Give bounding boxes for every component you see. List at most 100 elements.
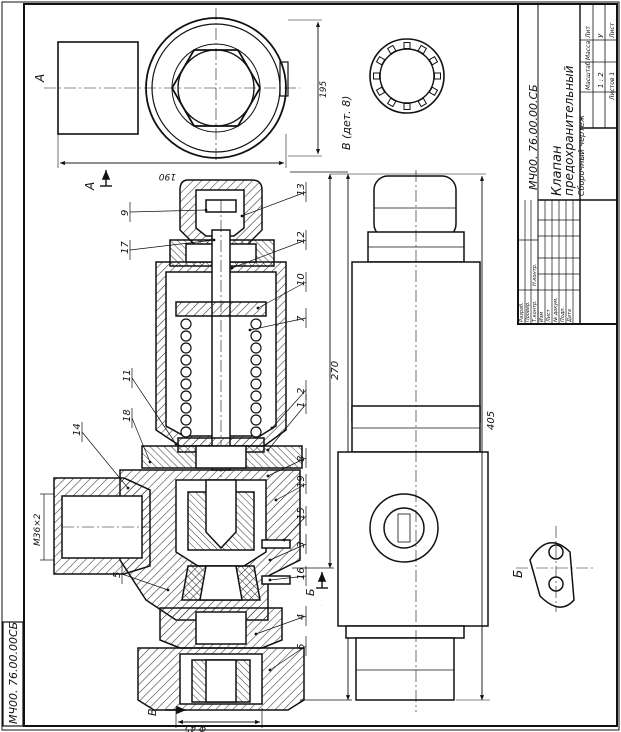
spring-coil xyxy=(180,402,192,414)
callout: 14 xyxy=(72,422,130,490)
spring-coil xyxy=(180,414,192,426)
arrow-b: Б xyxy=(304,588,317,596)
view-a-label: А xyxy=(33,74,47,83)
subtitle: Сборочный чертеж xyxy=(577,114,586,196)
callout: 6 xyxy=(268,636,307,672)
dim-195: 195 xyxy=(319,81,329,98)
detail-tooth xyxy=(403,103,411,110)
signer-list: Разраб.Провер.Т.контр.Н.контр. xyxy=(519,264,538,322)
dim-270: 270 xyxy=(330,361,341,380)
view-a xyxy=(44,8,322,168)
callout: 17 xyxy=(120,238,216,260)
arrow-a: А xyxy=(83,182,97,191)
callout: 8 xyxy=(266,448,307,478)
code-stamp-box xyxy=(2,621,24,727)
callout-number: 14 xyxy=(72,423,83,436)
title-line2: предохранительный xyxy=(562,65,576,196)
spring-coil xyxy=(250,366,262,378)
revision-header: Дата xyxy=(567,309,573,323)
detail-tooth xyxy=(417,44,428,55)
detail-v xyxy=(369,38,445,114)
detail-tooth xyxy=(386,44,397,55)
revision-header: Подп. xyxy=(560,307,566,322)
detail-tooth xyxy=(428,86,439,97)
callout: 5 xyxy=(112,564,170,592)
lit-letter: У xyxy=(597,33,605,38)
hdr-mass: Масса xyxy=(585,41,592,60)
callout-number: 3 xyxy=(296,542,307,548)
signer-label: Н.контр. xyxy=(532,264,538,286)
callout: 15 xyxy=(282,506,307,542)
detail-tooth xyxy=(403,42,411,49)
arrow-v: В xyxy=(146,708,159,716)
callout-number: 10 xyxy=(296,273,307,286)
detail-tooth xyxy=(386,97,397,108)
callout-number: 4 xyxy=(296,614,307,620)
detail-tooth xyxy=(375,55,386,66)
revision-header: Лист xyxy=(546,308,552,323)
spring-coil xyxy=(180,354,192,366)
spring-coil xyxy=(250,342,262,354)
callout-number: 5 xyxy=(112,572,123,578)
callout: 9 xyxy=(120,202,208,222)
view-b xyxy=(330,170,490,712)
dim-dia45: Φ 45 xyxy=(184,723,206,732)
scale-value: 1 : 2 xyxy=(597,72,605,88)
hdr-lit: Лит xyxy=(585,26,592,39)
callout-number: 13 xyxy=(296,183,307,196)
spring-coil xyxy=(180,390,192,402)
spring-coil xyxy=(250,402,262,414)
callout-number: 12 xyxy=(296,231,307,244)
hdr-sheets: Листов 1 xyxy=(609,72,616,101)
drawing-frame xyxy=(23,3,618,727)
title-line1: Клапан xyxy=(550,145,565,196)
revision-header: № докум. xyxy=(553,297,559,323)
callout: 11 xyxy=(122,368,178,446)
callout: 16 xyxy=(268,566,307,586)
callout-number: 19 xyxy=(296,475,307,488)
drawing-code: МЧ00. 76.00.00.СБ xyxy=(527,84,540,190)
hdr-sheet: Лист xyxy=(609,22,616,39)
main-section xyxy=(53,179,305,711)
spring-coil xyxy=(180,378,192,390)
callout-number: 8 xyxy=(296,456,307,462)
callout: 7 xyxy=(248,308,307,332)
spring-coil xyxy=(250,354,262,366)
callout-number: 17 xyxy=(120,241,131,254)
spring-coil xyxy=(250,318,262,330)
view-arrows xyxy=(100,170,328,715)
callout-number: 16 xyxy=(296,567,307,580)
spring-coil xyxy=(250,378,262,390)
callout: 3 xyxy=(268,534,307,562)
spring-coil xyxy=(250,330,262,342)
spring-coil xyxy=(180,366,192,378)
spring-coil xyxy=(250,390,262,402)
callout: 10 xyxy=(256,272,307,310)
callout: 19 xyxy=(274,474,307,502)
view-b-label: Б xyxy=(511,570,525,578)
callout-number: 9 xyxy=(120,210,131,216)
callout-number: 18 xyxy=(122,409,133,422)
detail-tooth xyxy=(373,72,380,80)
callout: 4 xyxy=(254,606,307,636)
detail-tooth xyxy=(428,55,439,66)
callout-number: 7 xyxy=(296,315,307,322)
callout-number: 6 xyxy=(296,644,307,650)
title-block: МЧ00. 76.00.00.СБ Клапан предохранительн… xyxy=(517,3,618,325)
spring-coil xyxy=(180,426,192,438)
callout-number: 11 xyxy=(122,369,133,382)
hdr-scale: Масштаб xyxy=(585,61,592,90)
spring-coil xyxy=(250,426,262,438)
arrow-b2: Б xyxy=(321,605,323,606)
callout: 13 xyxy=(240,182,307,218)
callout: 1 xyxy=(266,394,307,452)
spring-coil xyxy=(180,330,192,342)
callout-number: 15 xyxy=(296,507,307,520)
detail-label: В (дет. 8) xyxy=(340,96,353,150)
callout: 12 xyxy=(230,230,307,270)
section-b xyxy=(516,526,596,612)
